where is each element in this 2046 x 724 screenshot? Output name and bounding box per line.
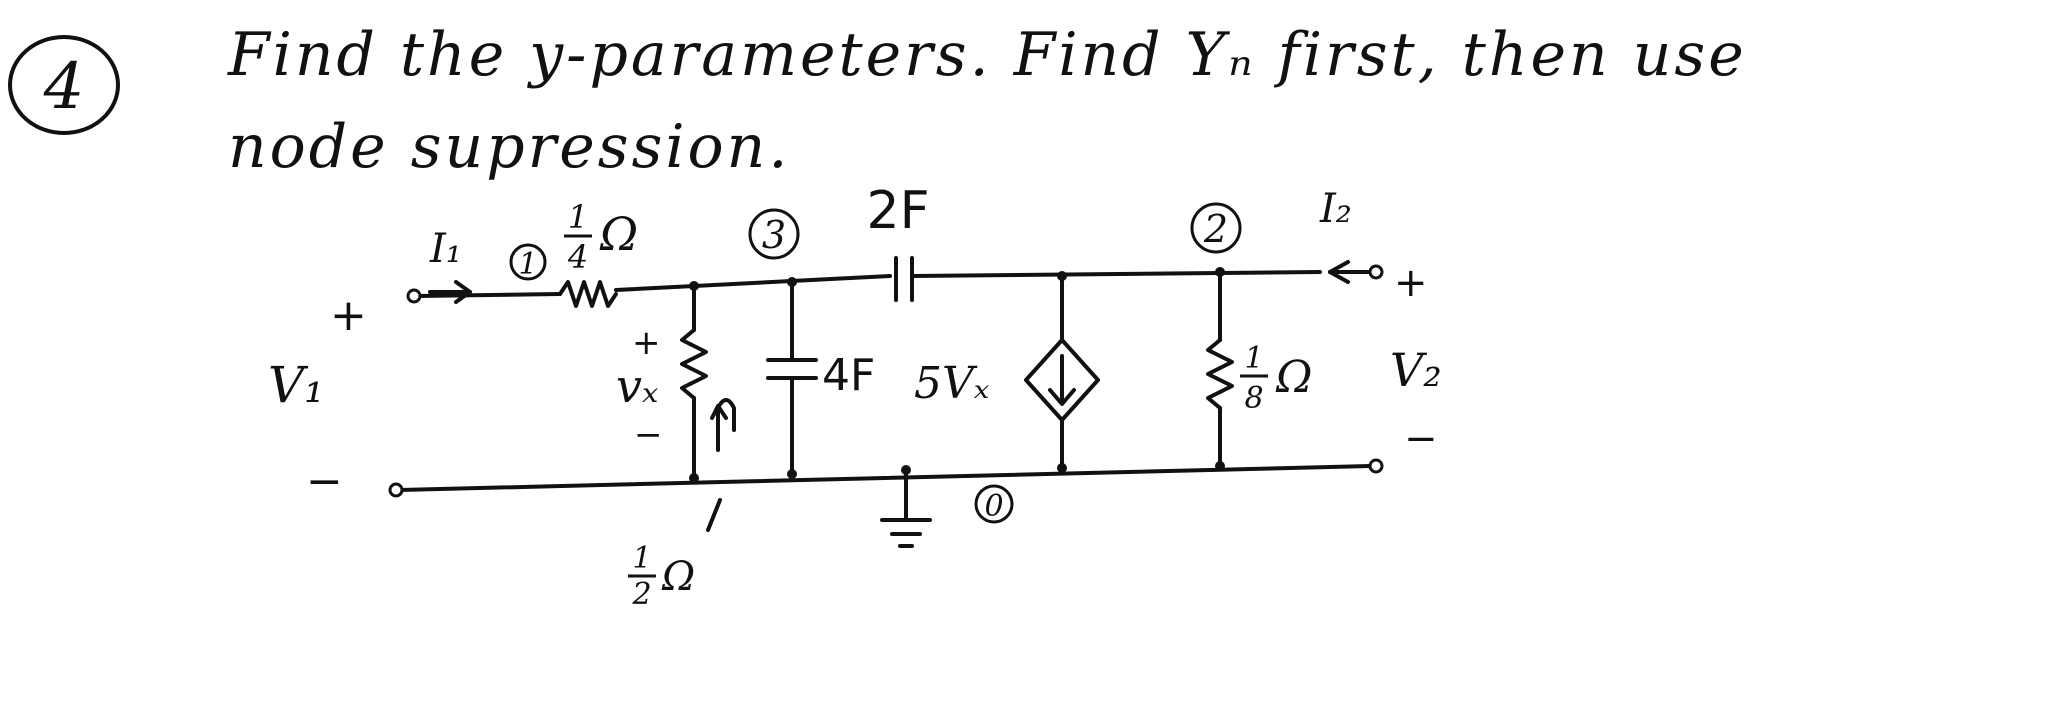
current-i1-label: I₁ bbox=[429, 226, 462, 272]
problem-number-circle bbox=[8, 35, 120, 135]
c-shunt-label: 4F bbox=[822, 350, 875, 401]
problem-number-badge: 4 bbox=[4, 30, 124, 140]
problem-number: 4 bbox=[43, 50, 85, 124]
vx-label: vₓ bbox=[616, 359, 658, 413]
v1-plus-sign: + bbox=[330, 290, 367, 341]
r-out-den: 8 bbox=[1244, 381, 1263, 416]
node-0-label: 0 bbox=[984, 489, 1003, 524]
r-shunt-unit: Ω bbox=[661, 554, 695, 600]
wire-bottom bbox=[398, 464, 1372, 492]
node-2-label: 2 bbox=[1203, 207, 1228, 251]
v2-plus-sign: + bbox=[1394, 260, 1428, 306]
r-series-unit: Ω bbox=[599, 207, 638, 261]
r-series-den: 4 bbox=[567, 238, 588, 276]
r-shunt-den: 2 bbox=[631, 577, 651, 612]
terminal-v2-minus bbox=[1368, 458, 1384, 474]
wire-top-left bbox=[416, 292, 562, 298]
dep-source-label: 5Vₓ bbox=[914, 358, 990, 409]
r-out-num: 1 bbox=[1244, 341, 1263, 376]
node-3-label: 3 bbox=[762, 213, 786, 257]
terminal-v1-minus bbox=[388, 482, 404, 498]
v2-minus-sign: − bbox=[1404, 416, 1438, 462]
wire-top-mid bbox=[614, 274, 892, 292]
r-series-num: 1 bbox=[568, 198, 588, 236]
current-i2-label: I₂ bbox=[1319, 186, 1352, 232]
v1-minus-sign: − bbox=[306, 456, 343, 507]
problem-statement-line2: node supression. bbox=[228, 112, 791, 182]
resistor-output-eighth-ohm bbox=[1206, 338, 1234, 410]
wire-top-right bbox=[910, 270, 1322, 278]
v2-label: V₂ bbox=[1390, 343, 1442, 397]
r-shunt-num: 1 bbox=[632, 541, 651, 576]
resistor-series-quarter-ohm bbox=[558, 280, 618, 308]
vx-minus-sign: − bbox=[634, 415, 663, 455]
c-series-label: 2F bbox=[867, 181, 930, 241]
vx-plus-sign: + bbox=[632, 323, 661, 363]
terminal-v1-plus bbox=[406, 288, 422, 304]
v1-label: V₁ bbox=[268, 356, 324, 414]
resistor-shunt-half-ohm bbox=[680, 328, 708, 400]
terminal-v2-plus bbox=[1368, 264, 1384, 280]
node-1-label: 1 bbox=[518, 247, 537, 282]
r-out-unit: Ω bbox=[1275, 352, 1312, 403]
problem-statement-line1: Find the y-parameters. Find Yₙ first, th… bbox=[228, 20, 1747, 90]
